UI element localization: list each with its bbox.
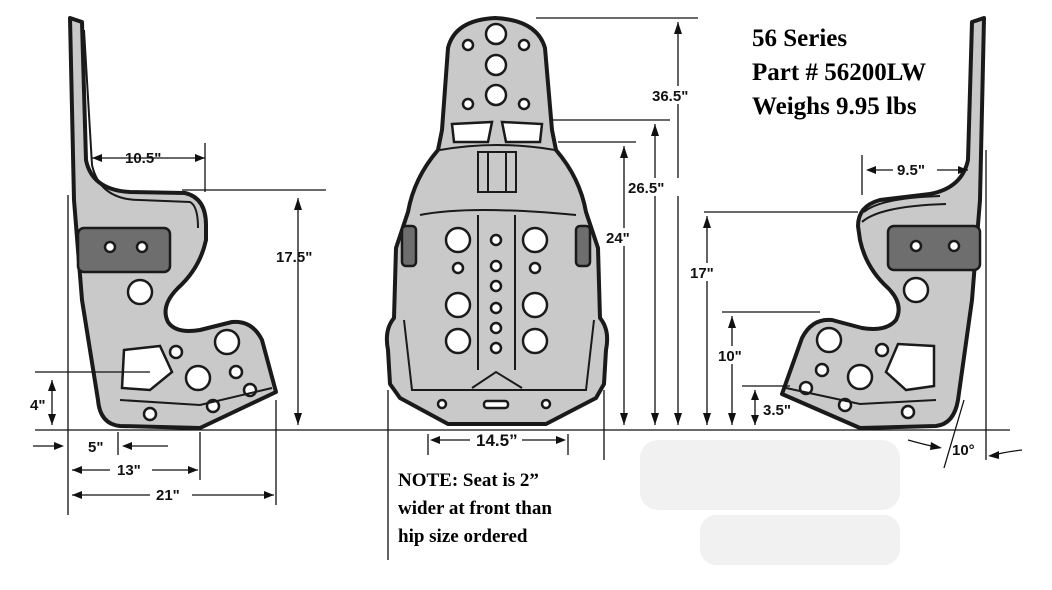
back-hole (489, 259, 503, 273)
left-seat-shell (68, 16, 278, 430)
head-hole (484, 22, 508, 46)
front-view (384, 16, 610, 426)
lightening-hole (168, 344, 184, 360)
dim-left-height: 17.5" (276, 249, 312, 266)
back-hole (489, 301, 503, 315)
front-seat-edge (403, 319, 595, 391)
back-hole (444, 291, 472, 319)
title-block: 56 Series Part # 56200LW Weighs 9.95 lbs (752, 25, 926, 120)
lightening-hole (213, 328, 241, 356)
note-line-3: hip size ordered (398, 526, 528, 547)
dim-front-height-shoulder: 24" (606, 230, 630, 247)
head-hole (484, 53, 508, 77)
head-hole (461, 38, 475, 52)
dim-left-front: 5" (88, 439, 103, 456)
left-seat-edge (119, 387, 273, 407)
right-seat-edge (861, 203, 947, 223)
base-hole (540, 398, 552, 410)
lightening-hole (126, 278, 154, 306)
mount-hole (135, 240, 149, 254)
back-hole (521, 291, 549, 319)
dim-right-angle: 10° (952, 442, 975, 459)
front-seat-shell (384, 16, 610, 426)
head-hole (517, 38, 531, 52)
shoulder-harness-slot (450, 120, 494, 144)
head-hole (484, 83, 508, 107)
dim-right-mid-height: 10" (718, 348, 742, 365)
weight-label: Weighs 9.95 lbs (752, 93, 917, 120)
back-hole (489, 321, 503, 335)
dim-left-mid: 13" (117, 462, 141, 479)
back-hole (528, 261, 542, 275)
back-hole (444, 327, 472, 355)
right-seat-edge (863, 195, 941, 213)
dim-front-width: 14.5” (476, 431, 518, 450)
mount-hole (909, 239, 923, 253)
lightening-hole (814, 362, 830, 378)
belt-slot (884, 342, 936, 392)
front-seat-edge (419, 209, 577, 216)
dim-left-bottom-height: 4" (30, 397, 45, 414)
background-smudge (640, 440, 900, 510)
mount-hole (947, 239, 961, 253)
dim-right-bottom-height: 3.5" (763, 402, 791, 419)
back-hole (489, 233, 503, 247)
part-number: Part # 56200LW (752, 59, 926, 86)
dim-right-height: 17" (690, 265, 714, 282)
back-hole (489, 279, 503, 293)
lightening-hole (902, 276, 930, 304)
lightening-hole (900, 404, 916, 420)
lightening-hole (228, 364, 244, 380)
base-slot (482, 399, 510, 410)
shoulder-harness-slot (500, 120, 544, 144)
front-dimensions: 14.5” 36.5" 26.5" 24" (387, 17, 702, 560)
left-seat-edge (83, 29, 199, 229)
head-hole (517, 97, 531, 111)
front-seat-edge (439, 144, 556, 151)
lightening-hole (815, 326, 843, 354)
back-hole (521, 226, 549, 254)
dim-front-height-mid: 26.5" (628, 180, 664, 197)
head-hole (461, 97, 475, 111)
left-dimensions: 10.5" 17.5" 4" 5" 13" 21" (30, 143, 326, 515)
back-hole (444, 226, 472, 254)
side-bolster (400, 224, 418, 268)
note-line-1: NOTE: Seat is 2” (398, 470, 539, 491)
dim-front-height-top: 36.5" (652, 88, 688, 105)
lightening-hole (846, 363, 874, 391)
back-hole (451, 261, 465, 275)
lightening-hole (874, 342, 890, 358)
lightening-hole (142, 406, 158, 422)
right-dimensions: 9.5" 17" 10" 3.5" 10° (688, 150, 1023, 469)
left-hip-pad (76, 226, 172, 274)
background-smudge (700, 515, 900, 565)
back-hole (521, 327, 549, 355)
right-hip-pad (886, 224, 982, 272)
mount-hole (103, 240, 117, 254)
left-side-view (68, 16, 278, 430)
note-line-2: wider at front than (398, 498, 552, 519)
note-block: NOTE: Seat is 2” wider at front than hip… (398, 470, 552, 547)
right-side-view (780, 16, 986, 430)
dim-left-top-width: 10.5" (125, 150, 161, 167)
base-hole (436, 398, 448, 410)
belt-slot (120, 344, 174, 392)
front-seat-edge (471, 370, 523, 389)
dim-right-top-width: 9.5" (897, 162, 925, 179)
side-bolster (574, 224, 592, 268)
dim-left-total: 21" (156, 487, 180, 504)
lightening-hole (184, 364, 212, 392)
right-seat-shell (780, 16, 986, 430)
back-hole (489, 341, 503, 355)
series-label: 56 Series (752, 25, 847, 52)
right-seat-edge (785, 387, 937, 406)
center-bracket (477, 151, 517, 193)
